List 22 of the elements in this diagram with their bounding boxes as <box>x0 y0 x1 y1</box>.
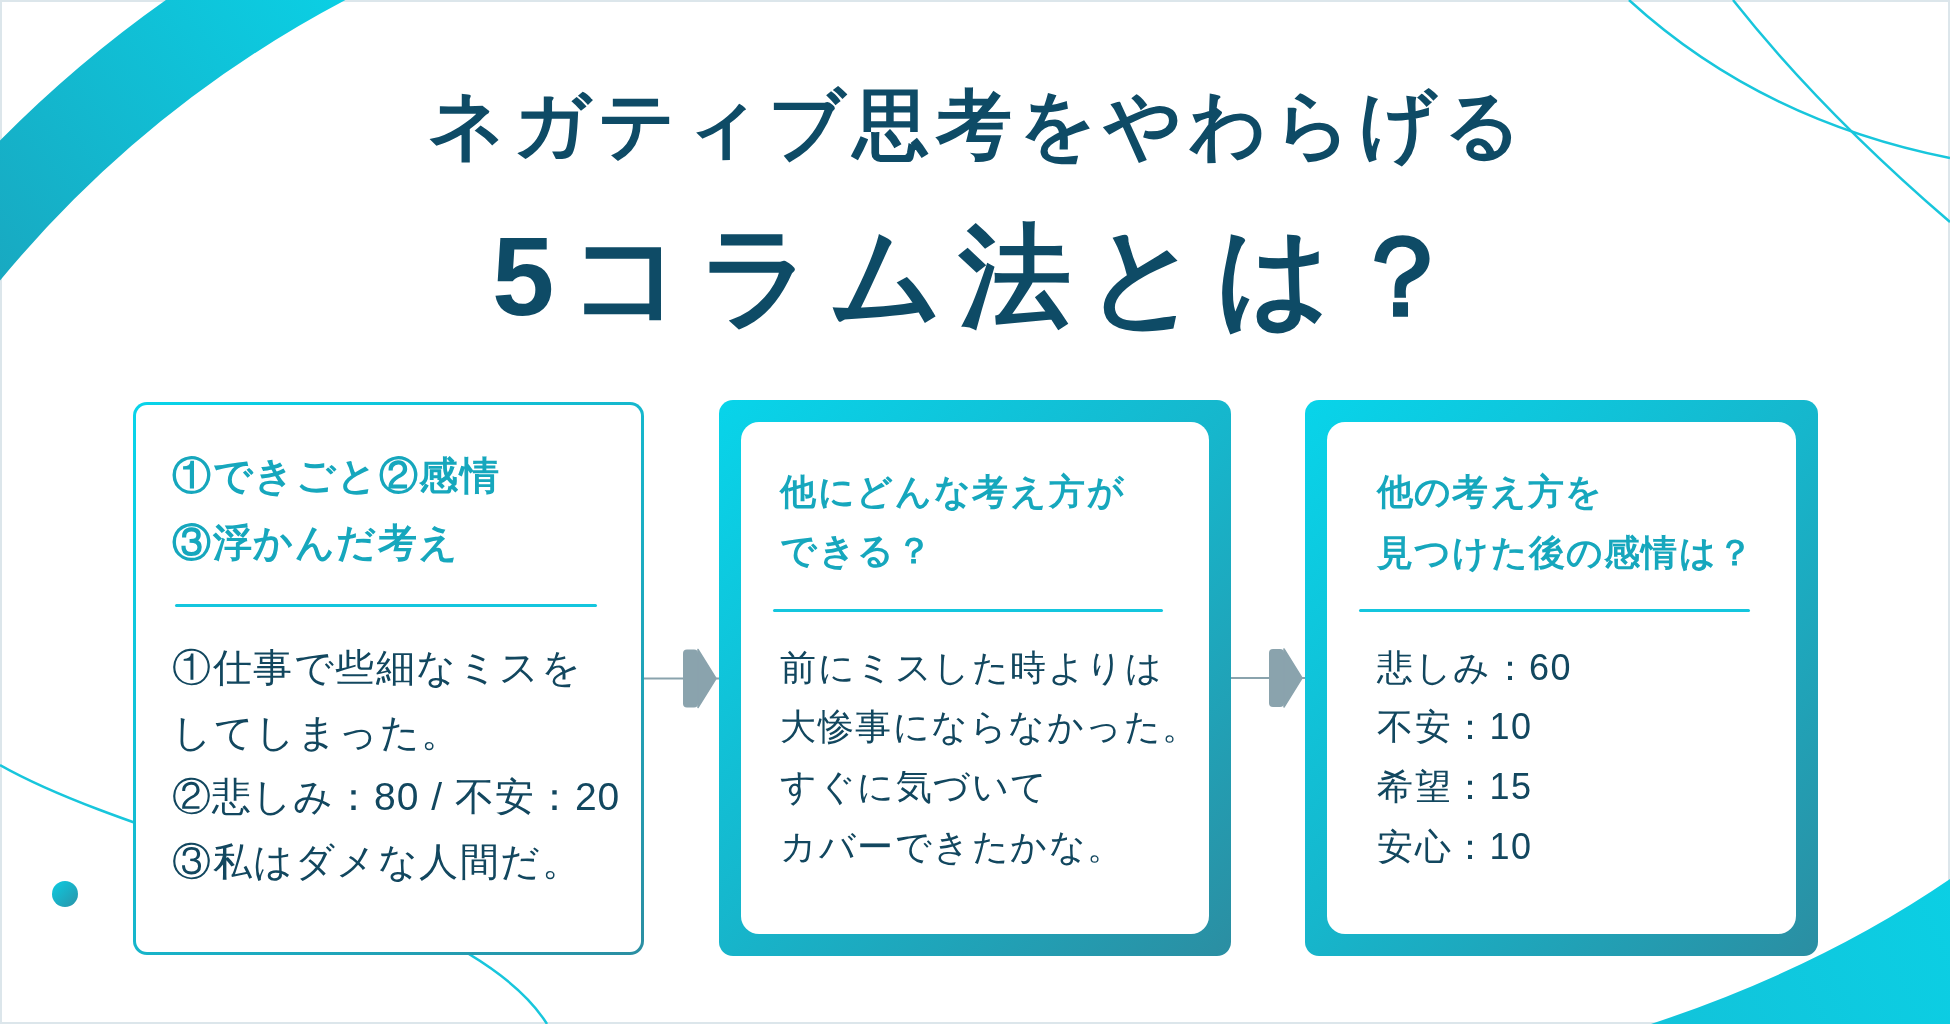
card-text: 希望：15 <box>1377 765 1533 809</box>
card-text: ②悲しみ：80 / 不安：20 <box>172 774 621 820</box>
subtitle: ネガティブ思考をやわらげる <box>428 80 1529 169</box>
card-heading: 他の考え方を <box>1377 470 1604 514</box>
title: 5コラム法とは？ <box>492 212 1474 341</box>
content-card <box>133 402 644 955</box>
content-card <box>719 400 1231 956</box>
card-text: 大惨事にならなかった。 <box>780 705 1200 749</box>
card-text: 不安：10 <box>1377 705 1533 749</box>
arrow <box>1230 648 1306 708</box>
card-text: 安心：10 <box>1377 825 1533 869</box>
arrow <box>643 648 720 709</box>
card-text: 悲しみ：60 <box>1377 646 1573 690</box>
card-heading: ①できごと②感情③浮かんだ考え <box>172 453 501 566</box>
card-heading: 見つけた後の感情は？ <box>1377 531 1754 575</box>
content-card <box>1305 400 1818 956</box>
card-text: カバーできたかな。 <box>780 825 1125 869</box>
card-text: ③私はダメな人間だ。 <box>172 839 582 885</box>
card-text: すぐに気づいて <box>780 765 1049 809</box>
card-heading: 他にどんな考え方ができる？ <box>780 470 1127 573</box>
card-text: ①仕事で些細なミスをしてしまった。 <box>172 645 583 756</box>
card-text: 前にミスした時よりは <box>780 646 1163 690</box>
